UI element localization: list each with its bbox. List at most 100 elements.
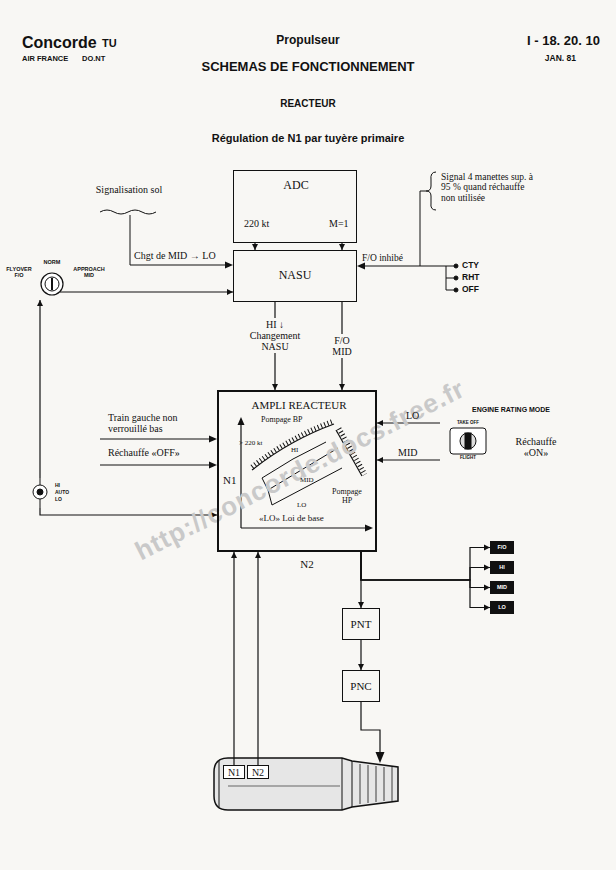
date-text: JAN. 81 [545,54,576,63]
condition-arrows [100,439,210,440]
condition-arrows [209,436,217,443]
signal-label: Signalisation sol [94,184,164,195]
node-text: TAKE OFF [457,421,479,426]
node-text: N2 [300,558,313,570]
engine-illustration [360,764,392,804]
diagram-title: Régulation de N1 par tuyère primaire [212,132,405,144]
note-text: Signal 4 manettes sup. à 95 % quand réch… [441,172,534,203]
regulation-graph [241,527,366,528]
node-text: PNC [350,680,371,692]
toggle-switch-symbol [33,478,47,508]
engine-illustration [352,761,353,807]
connector [361,545,490,581]
connector-line [360,552,361,608]
node-text: LO [498,604,506,610]
header-text: Propulseur [276,34,339,47]
connector [358,640,364,670]
node-text: NASU [279,269,312,282]
header-text: Concorde [22,34,97,52]
sensor-box: N2 [247,765,269,779]
arrow-head [37,300,43,306]
node-text: N2 [252,767,264,778]
connector-line [361,552,490,580]
edge-label: LO [406,410,419,421]
toggle-switch: HIAUTOLO [24,478,74,508]
node-text: ADC [283,179,308,192]
inhibit-wiring [454,276,458,280]
ground-signal-line [100,210,233,269]
switch-position: OFF [462,285,479,294]
regulation-graph [238,417,245,425]
connector-line [361,552,490,588]
section-heading: SCHEMAS DE FONCTIONNEMENT [201,60,414,74]
condition-arrows [209,462,217,469]
connector-line [361,552,490,608]
header-text: TU [102,37,117,49]
rating-switch-symbol [450,428,486,454]
edge-label: MID [398,447,417,458]
indicator-light: MID [490,581,514,594]
connector-line [361,548,490,581]
node-text: N1 [228,767,240,778]
condition-arrows [100,465,210,466]
condition-label: Réchauffe «ON» [506,436,566,458]
inhibit-wiring [454,264,458,268]
node-text: 220 kt [244,218,269,229]
connector [106,289,233,295]
nozzle-arrow [361,702,380,754]
nozzle-arrow [361,702,385,763]
edge-label: F/O MID [330,334,353,358]
node-text: FLIGHT [460,456,476,461]
rating-switch-symbol [465,433,471,449]
connector [252,243,258,250]
node-text: NORM [44,259,61,265]
node-text: AMPLI REACTEUR [251,399,346,411]
ground-signal-line [130,215,226,265]
node-text: > 220 kt [239,440,262,448]
selector-knob-symbol [51,278,53,290]
node-text: AUTO [55,490,69,496]
node-text: MID [300,477,314,485]
node-text: HI [499,564,505,570]
node-text: F/O [497,544,506,550]
connector [361,552,490,580]
connector [37,300,43,478]
arrow-head [377,457,383,463]
engine-illustration [214,758,398,810]
regulation-graph [365,525,373,532]
node-text: Pompage BP [261,416,303,425]
rating-switch-symbol [450,428,486,454]
node-text: MID [497,584,507,590]
node-text: APPROACH MID [72,266,106,278]
connector [255,552,261,765]
inhibit-wiring [357,263,365,270]
node-text: N1 [223,474,236,486]
node-text: FLYOVER F/O [4,266,34,278]
node-text: PNT [351,618,372,630]
nasu-box: NASU [233,250,357,302]
arrow-head [255,552,261,558]
node-text: LO [297,502,306,510]
inhibit-wiring [420,191,426,192]
ground-signal-line [100,210,156,214]
edge-label: HI ↓ Changement NASU [248,318,303,353]
indicator-light: F/O [490,541,514,554]
ground-signal-line [225,262,233,269]
inhibit-wiring [426,172,436,210]
toggle-switch-symbol [40,478,41,485]
nozzle-arrow [376,752,385,763]
page-reference: I - 18. 20. 10 [527,34,600,48]
header-text: AIR FRANCE [22,55,68,63]
inhibit-wiring [420,191,421,266]
signal-label: F/O inhibé [362,253,403,263]
condition-arrows [100,436,217,469]
inhibit-wiring [364,266,456,267]
toggle-switch-symbol [37,489,43,495]
indicator-light: LO [490,601,514,614]
engine-illustration [228,786,340,787]
connector-line [39,300,40,478]
signal-label: Chgt de MID → LO [134,250,216,261]
